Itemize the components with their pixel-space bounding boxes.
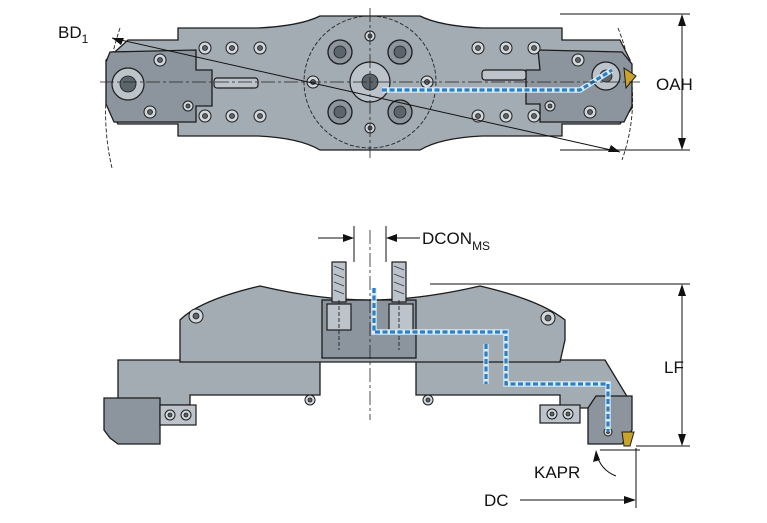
side-coolant-channel bbox=[372, 288, 610, 432]
screw-holes bbox=[143, 30, 597, 134]
side-right-clamp bbox=[539, 404, 581, 424]
kapr-label: KAPR bbox=[534, 463, 580, 482]
bd1-label: BD1 bbox=[58, 23, 89, 46]
oah-label: OAH bbox=[656, 75, 693, 94]
top-coolant-channel bbox=[382, 68, 613, 92]
bd1-diagonal bbox=[111, 37, 621, 153]
dcon-label: DCONMS bbox=[422, 229, 490, 253]
left-slot bbox=[213, 77, 259, 89]
hub-sockets bbox=[327, 39, 413, 125]
right-slot bbox=[481, 69, 527, 81]
lf-label: LF bbox=[664, 358, 684, 377]
side-view: DCONMS LF KAPR DC bbox=[103, 226, 690, 510]
side-left-foot bbox=[103, 397, 161, 445]
dc-label: DC bbox=[484, 491, 509, 510]
side-insert bbox=[621, 431, 635, 447]
top-view: BD1 OAH bbox=[58, 8, 693, 169]
left-end-hole bbox=[119, 75, 137, 93]
kapr-arc bbox=[595, 451, 617, 477]
